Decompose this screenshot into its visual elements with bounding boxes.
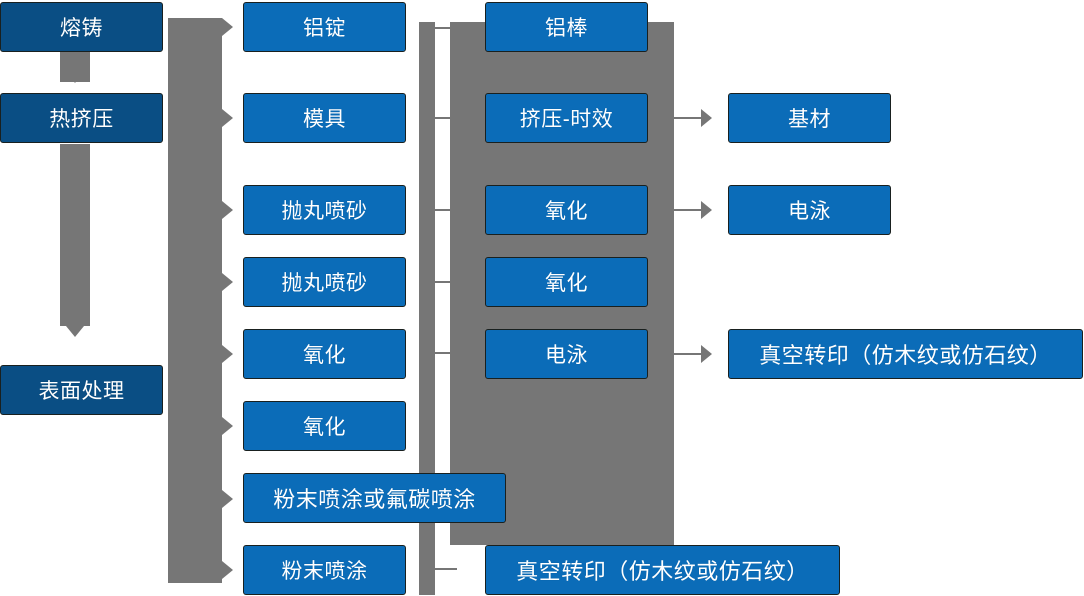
- label-powder-or-fluorocarbon-coating: 粉末喷涂或氟碳喷涂: [273, 487, 476, 512]
- connector-middle-spine: [419, 22, 435, 595]
- box-base-material[interactable]: 基材: [728, 93, 891, 143]
- stage-label-melting-casting: 熔铸: [60, 17, 103, 40]
- connector-slab-to-electrophoresis: [674, 209, 701, 211]
- box-vacuum-transfer-bottom[interactable]: 真空转印（仿木纹或仿石纹）: [485, 545, 840, 595]
- connector-surface-treatment-to-trunk: [163, 388, 187, 391]
- connector-stage-extrusion-to-surface: [60, 144, 90, 326]
- label-oxidation-4: 氧化: [545, 272, 588, 295]
- arrow-to-shot-blasting-1: [222, 201, 233, 219]
- label-electrophoresis-1: 电泳: [545, 344, 588, 367]
- arrow-to-die: [222, 109, 233, 127]
- arrow-down-to-surface-treatment: [66, 326, 84, 337]
- stage-label-surface-treatment: 表面处理: [38, 380, 125, 403]
- label-extrusion-aging: 挤压-时效: [519, 108, 614, 131]
- connector-slab-to-vacuum-transfer: [674, 353, 701, 355]
- arrow-to-electrophoresis-output: [701, 201, 712, 219]
- label-aluminum-bar: 铝棒: [545, 17, 588, 40]
- arrow-to-oxidation-2: [222, 417, 233, 435]
- label-aluminum-ingot: 铝锭: [303, 17, 346, 40]
- box-powder-coating[interactable]: 粉末喷涂: [243, 545, 406, 595]
- tick-spine-1: [435, 27, 457, 29]
- label-die: 模具: [303, 108, 346, 131]
- label-vacuum-transfer-right: 真空转印（仿木纹或仿石纹）: [759, 343, 1052, 368]
- label-oxidation-3: 氧化: [545, 200, 588, 223]
- box-aluminum-ingot[interactable]: 铝锭: [243, 2, 406, 52]
- tick-spine-3: [435, 209, 457, 211]
- box-powder-or-fluorocarbon-coating[interactable]: 粉末喷涂或氟碳喷涂: [243, 473, 506, 523]
- arrow-down-to-hot-extrusion: [66, 72, 84, 83]
- label-oxidation-1: 氧化: [303, 344, 346, 367]
- box-oxidation-1[interactable]: 氧化: [243, 329, 406, 379]
- tick-spine-5: [435, 352, 457, 354]
- label-electrophoresis-2: 电泳: [788, 200, 831, 223]
- stage-box-melting-casting[interactable]: 熔铸: [0, 2, 163, 52]
- arrow-to-oxidation-1: [222, 345, 233, 363]
- arrow-to-vacuum-transfer-right: [701, 345, 712, 363]
- box-extrusion-aging[interactable]: 挤压-时效: [485, 93, 648, 143]
- tick-spine-2: [435, 117, 457, 119]
- label-oxidation-2: 氧化: [303, 416, 346, 439]
- label-shot-blasting-1: 抛丸喷砂: [281, 200, 368, 223]
- tick-spine-4: [435, 281, 457, 283]
- connector-slab-to-base-material: [674, 117, 701, 119]
- stage-label-hot-extrusion: 热挤压: [49, 108, 114, 131]
- box-die[interactable]: 模具: [243, 93, 406, 143]
- arrow-to-shot-blasting-2: [222, 273, 233, 291]
- box-electrophoresis-2[interactable]: 电泳: [728, 185, 891, 235]
- box-oxidation-3[interactable]: 氧化: [485, 185, 648, 235]
- label-powder-coating: 粉末喷涂: [281, 560, 368, 583]
- box-electrophoresis-1[interactable]: 电泳: [485, 329, 648, 379]
- label-shot-blasting-2: 抛丸喷砂: [281, 272, 368, 295]
- box-shot-blasting-1[interactable]: 抛丸喷砂: [243, 185, 406, 235]
- stage-box-hot-extrusion[interactable]: 热挤压: [0, 93, 163, 143]
- stage-box-surface-treatment[interactable]: 表面处理: [0, 365, 163, 415]
- arrow-to-powder-coating: [222, 561, 233, 579]
- box-shot-blasting-2[interactable]: 抛丸喷砂: [243, 257, 406, 307]
- connector-left-trunk: [168, 18, 222, 583]
- arrow-to-base-material: [701, 109, 712, 127]
- label-vacuum-transfer-bottom: 真空转印（仿木纹或仿石纹）: [516, 559, 809, 584]
- box-oxidation-4[interactable]: 氧化: [485, 257, 648, 307]
- box-oxidation-2[interactable]: 氧化: [243, 401, 406, 451]
- arrow-to-powder-or-fluorocarbon: [222, 490, 233, 508]
- tick-spine-6: [435, 568, 457, 570]
- box-vacuum-transfer-right[interactable]: 真空转印（仿木纹或仿石纹）: [728, 329, 1083, 379]
- label-base-material: 基材: [788, 108, 831, 131]
- arrow-to-aluminum-ingot: [222, 18, 233, 36]
- box-aluminum-bar[interactable]: 铝棒: [485, 2, 648, 52]
